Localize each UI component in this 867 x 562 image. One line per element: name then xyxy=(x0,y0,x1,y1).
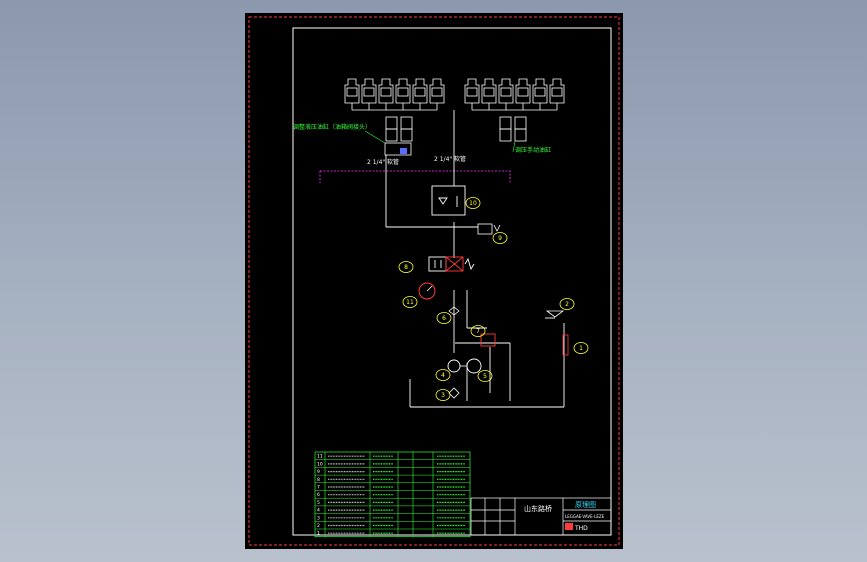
logo-mark xyxy=(565,523,573,530)
logo-text: THD xyxy=(574,525,588,532)
cylinder-unit xyxy=(481,78,497,110)
cylinder-unit xyxy=(378,78,394,110)
drawing-sheet: 调整液压油缸（油箱阀接头） 调压手动油缸 2 1/4" 软管 2 1/4" 软管 xyxy=(245,13,623,549)
cylinder-unit xyxy=(515,78,531,110)
check-valve-9 xyxy=(477,223,501,235)
bom-row-no: 1 xyxy=(317,531,320,537)
filler-2 xyxy=(545,310,565,318)
valve-block-right xyxy=(499,116,527,142)
cylinder-unit xyxy=(464,78,480,110)
filter-6 xyxy=(448,306,460,316)
bom-row-no: 6 xyxy=(317,492,320,498)
pipe-label-left: 2 1/4" 软管 xyxy=(367,158,399,166)
document-code: LEGGAE-VAVE-LEZE xyxy=(565,514,605,519)
directional-valve-8 xyxy=(428,256,475,272)
cylinder-unit xyxy=(412,78,428,110)
balloon-8: 8 xyxy=(398,261,414,273)
balloon-6: 6 xyxy=(436,312,452,324)
svg-text:11: 11 xyxy=(406,299,414,306)
balloon-7: 7 xyxy=(470,325,486,337)
bom-row-no: 5 xyxy=(317,500,320,506)
pressure-switch-10 xyxy=(431,185,466,216)
svg-text:10: 10 xyxy=(469,200,477,207)
svg-text:5: 5 xyxy=(483,373,487,380)
svg-text:2: 2 xyxy=(565,301,569,308)
pipe-network xyxy=(385,110,565,408)
bom-row-no: 3 xyxy=(317,515,320,521)
bom-row-no: 7 xyxy=(317,485,320,491)
balloon-group: 1 2 3 4 5 6 7 8 9 10 11 xyxy=(398,197,589,401)
drawing-frame xyxy=(292,27,612,536)
bom-row-no: 2 xyxy=(317,523,320,529)
valve-block-left xyxy=(384,116,413,156)
hydraulic-schematic: 调整液压油缸（油箱阀接头） 调压手动油缸 2 1/4" 软管 2 1/4" 软管 xyxy=(248,16,620,546)
pump-4 xyxy=(447,359,461,373)
strainer-3 xyxy=(448,387,460,399)
cylinder-unit xyxy=(344,78,360,110)
manifold-accent xyxy=(400,148,407,154)
svg-text:1: 1 xyxy=(579,345,583,352)
bom-row-no: 4 xyxy=(317,508,320,514)
cylinder-bank-left xyxy=(344,78,445,111)
bom-row-no: 9 xyxy=(317,469,320,475)
outer-border xyxy=(248,16,620,546)
cylinder-unit xyxy=(361,78,377,110)
title-block xyxy=(470,497,612,536)
pressure-gauge-11 xyxy=(418,282,436,300)
cylinder-unit xyxy=(498,78,514,110)
cylinder-bank-right xyxy=(464,78,565,111)
svg-text:3: 3 xyxy=(441,392,445,399)
svg-text:4: 4 xyxy=(441,372,445,379)
balloon-10: 10 xyxy=(465,197,481,209)
bom-row-no: 8 xyxy=(317,477,320,483)
balloon-9: 9 xyxy=(492,232,508,244)
svg-text:7: 7 xyxy=(476,328,480,335)
pipe-label-right: 2 1/4" 软管 xyxy=(434,155,466,163)
company-name: 山东路桥 xyxy=(524,504,552,513)
balloon-11: 11 xyxy=(402,296,418,308)
balloon-3: 3 xyxy=(435,389,451,401)
svg-text:6: 6 xyxy=(442,315,446,322)
callout-left: 调整液压油缸（油箱阀接头） xyxy=(293,123,371,131)
motor-5 xyxy=(466,358,482,374)
relief-valve-7 xyxy=(480,333,496,347)
drawing-name: 原理图 xyxy=(575,501,596,509)
cylinder-unit xyxy=(532,78,548,110)
bom-row-no: 11 xyxy=(317,454,323,460)
svg-text:8: 8 xyxy=(404,264,408,271)
cylinder-unit xyxy=(429,78,445,110)
balloon-4: 4 xyxy=(435,369,451,381)
balloon-5: 5 xyxy=(477,370,493,382)
callout-right: 调压手动油缸 xyxy=(515,146,551,154)
cylinder-unit xyxy=(395,78,411,110)
dimension-line xyxy=(319,170,511,183)
balloon-1: 1 xyxy=(573,342,589,354)
balloon-2: 2 xyxy=(559,298,575,310)
cylinder-unit xyxy=(549,78,565,110)
svg-text:9: 9 xyxy=(498,235,502,242)
bom-row-no: 10 xyxy=(317,461,323,467)
level-gauge-1 xyxy=(562,334,569,356)
